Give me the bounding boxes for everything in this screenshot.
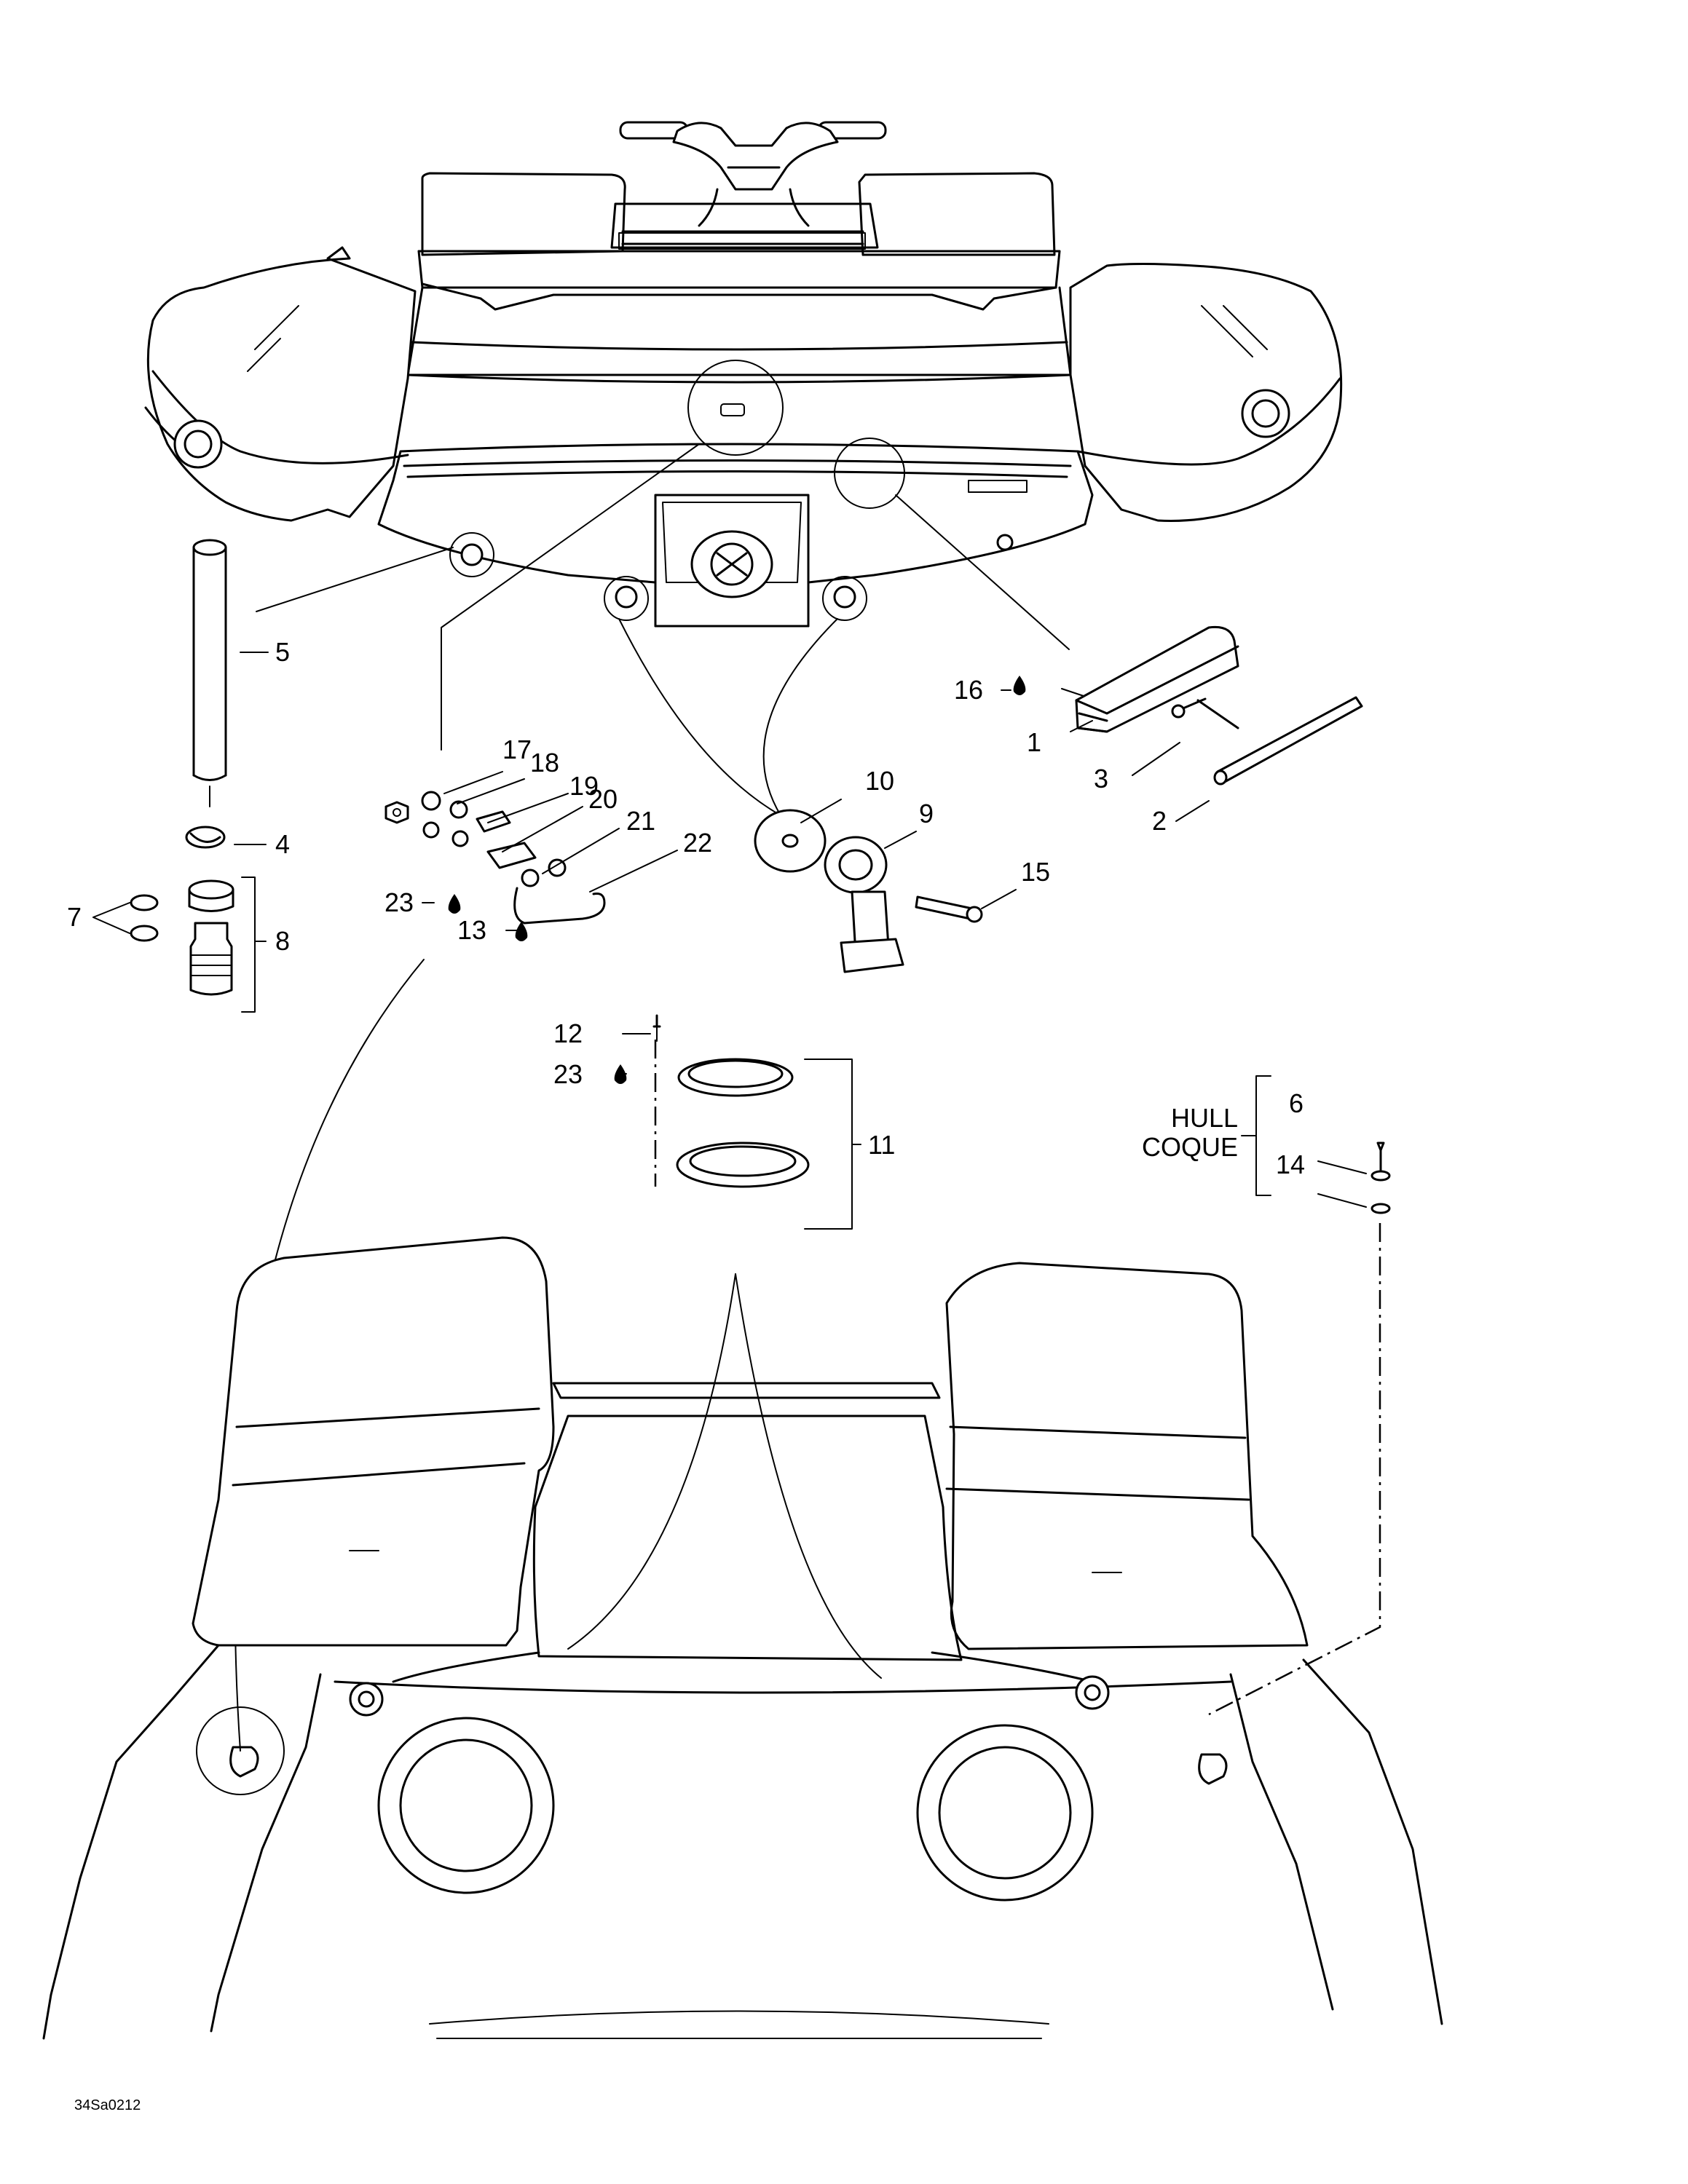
callout-2: 2 bbox=[1152, 806, 1167, 836]
hatch-openings bbox=[377, 1717, 1094, 1902]
sealant-drop-icon bbox=[515, 922, 528, 941]
callout-5: 5 bbox=[275, 637, 290, 667]
stern-transom bbox=[377, 403, 1094, 628]
callout-11: 11 bbox=[868, 1130, 895, 1160]
hull-label-en: HULL bbox=[1171, 1103, 1238, 1133]
callout-8: 8 bbox=[275, 926, 290, 956]
callout-21: 21 bbox=[626, 806, 655, 836]
deck-body bbox=[406, 250, 1072, 384]
hull-sides bbox=[42, 1644, 1443, 2040]
callout-7: 7 bbox=[67, 902, 82, 932]
hull-label-fr: COQUE bbox=[1142, 1132, 1238, 1162]
detail-circle-eyelet bbox=[196, 1706, 285, 1795]
callout-19: 19 bbox=[569, 771, 599, 801]
callout-23b: 23 bbox=[553, 1059, 583, 1089]
detail-circle-drain-left bbox=[604, 576, 649, 621]
part-8-fitting bbox=[188, 877, 267, 1013]
sealant-drop-icon bbox=[448, 894, 461, 914]
mooring-hardware bbox=[384, 771, 678, 931]
callout-13: 13 bbox=[457, 915, 486, 945]
drawing-code: 34Sa0212 bbox=[74, 2097, 141, 2113]
sealant-drop-icon bbox=[614, 1064, 627, 1084]
callout-10: 10 bbox=[865, 766, 894, 796]
detail-circle-tube-mount bbox=[449, 532, 494, 577]
callout-15: 15 bbox=[1021, 857, 1050, 887]
part-4-clamp bbox=[185, 826, 267, 849]
callout-17: 17 bbox=[502, 735, 532, 764]
rivet-and-washer bbox=[1241, 1075, 1391, 1214]
detail-circle-eye bbox=[687, 360, 784, 456]
callout-3: 3 bbox=[1094, 764, 1108, 794]
callout-14: 14 bbox=[1276, 1150, 1305, 1179]
left-seat bbox=[192, 1236, 555, 1647]
callout-20: 20 bbox=[588, 784, 618, 814]
center-console bbox=[392, 1382, 1094, 1683]
part-5-tube bbox=[192, 539, 269, 807]
callout-22: 22 bbox=[683, 828, 712, 858]
seats-and-deck-view bbox=[42, 1236, 1443, 2040]
sealant-drop-icon bbox=[1013, 676, 1026, 695]
callout-9: 9 bbox=[919, 799, 934, 828]
detail-circle-drain-right bbox=[822, 576, 867, 621]
right-seat bbox=[945, 1262, 1309, 1650]
detail-circle-bumper bbox=[834, 438, 905, 509]
part-7-o-rings bbox=[92, 894, 159, 942]
bumper-rail-assembly bbox=[1001, 625, 1363, 822]
seat-latches bbox=[349, 1675, 1110, 1717]
handlebar bbox=[619, 121, 887, 227]
hatch-cover-assembly bbox=[618, 1014, 861, 1230]
callout-6: 6 bbox=[1289, 1088, 1304, 1118]
drain-plug-assembly bbox=[754, 799, 1017, 973]
callout-23a: 23 bbox=[384, 887, 414, 917]
watercraft-rear-view bbox=[144, 121, 1343, 628]
callout-18: 18 bbox=[530, 748, 559, 778]
right-sponson bbox=[1069, 263, 1343, 522]
top-seat-backs bbox=[421, 172, 1056, 256]
callout-4: 4 bbox=[275, 829, 290, 859]
callout-12: 12 bbox=[553, 1018, 583, 1048]
callout-labels: 5 4 7 8 17 18 19 20 21 22 23 13 10 9 15 … bbox=[67, 637, 1305, 2113]
callout-1: 1 bbox=[1027, 727, 1041, 757]
callout-16: 16 bbox=[954, 675, 983, 705]
left-sponson bbox=[144, 246, 417, 522]
